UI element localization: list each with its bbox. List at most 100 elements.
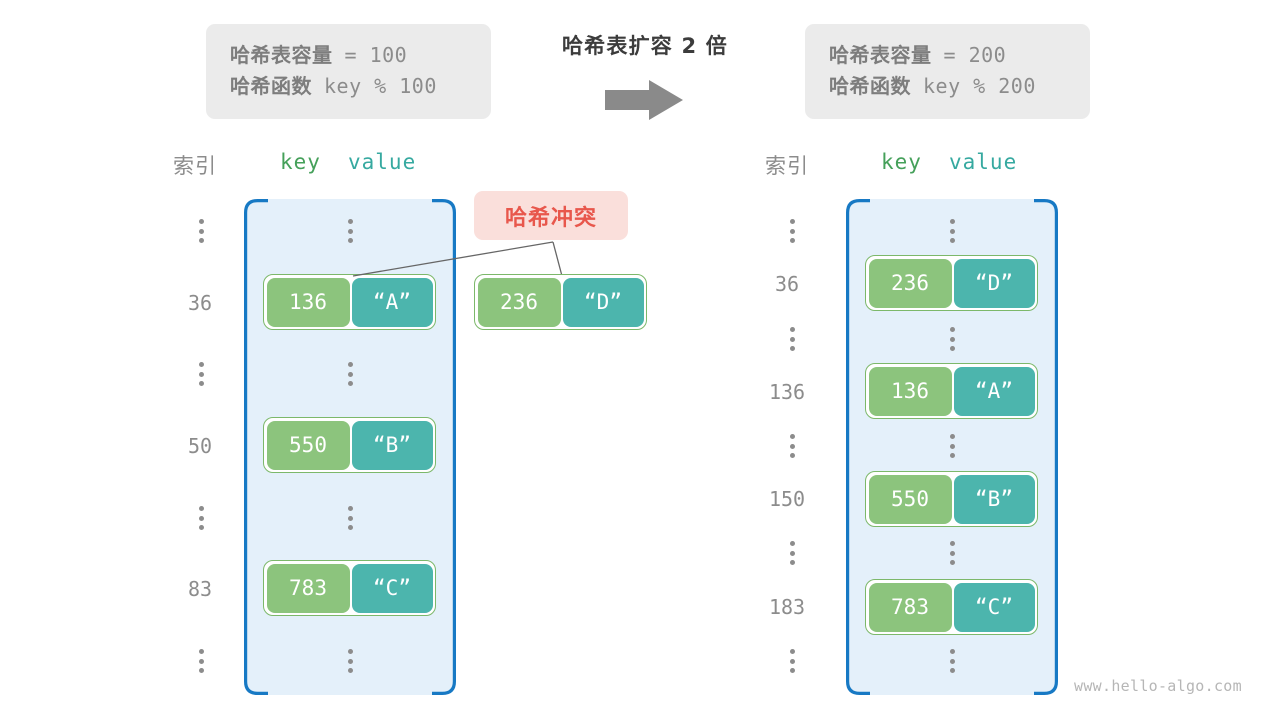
dot [949, 550, 955, 556]
dot [949, 541, 955, 546]
before-entry-83[interactable]: 783 “C” [263, 560, 436, 616]
after-index-label-150: 150 [768, 487, 806, 511]
before-index-label-83: 83 [187, 577, 213, 601]
before-cell-dots-1 [345, 362, 355, 386]
before-index-label-36: 36 [187, 291, 213, 315]
before-entry-36-value: “A” [351, 277, 433, 327]
after-function-label: 哈希函数 [829, 73, 911, 98]
after-index-dots-2 [787, 434, 797, 458]
dot [347, 219, 353, 224]
after-entry-150-value: “B” [953, 474, 1035, 524]
dot [789, 541, 795, 546]
dot [789, 336, 795, 342]
before-index-label-50: 50 [187, 434, 213, 458]
dot [198, 362, 204, 367]
after-cell-dots-2 [947, 434, 957, 458]
dot [347, 506, 353, 511]
dot [347, 668, 353, 673]
dot [198, 649, 204, 654]
before-cell-dots-0 [345, 219, 355, 243]
after-entry-183[interactable]: 783 “C” [865, 579, 1038, 635]
after-entry-150-key: 550 [868, 474, 952, 524]
after-index-label-136: 136 [768, 380, 806, 404]
dot [347, 362, 353, 367]
dot [347, 525, 353, 530]
before-index-dots-2 [196, 506, 206, 530]
dot [198, 371, 204, 377]
dot [198, 238, 204, 243]
dot [949, 658, 955, 664]
dot [789, 560, 795, 565]
dot [198, 668, 204, 673]
dot [949, 327, 955, 332]
after-index-dots-0 [787, 219, 797, 243]
after-entry-150[interactable]: 550 “B” [865, 471, 1038, 527]
before-header-key: key [280, 150, 321, 174]
before-function-label: 哈希函数 [230, 73, 312, 98]
after-cell-dots-1 [947, 327, 957, 351]
dot [347, 515, 353, 521]
before-function-line: 哈希函数 key % 100 [230, 71, 467, 102]
dot [789, 550, 795, 556]
dot [789, 238, 795, 243]
dot [789, 668, 795, 673]
collision-entry-236[interactable]: 236 “D” [474, 274, 647, 330]
dot [789, 658, 795, 664]
after-function-line: 哈希函数 key % 200 [829, 71, 1066, 102]
after-header-key: key [881, 150, 922, 174]
dot [347, 381, 353, 386]
before-cell-dots-2 [345, 506, 355, 530]
after-info-box: 哈希表容量 = 200 哈希函数 key % 200 [805, 24, 1090, 119]
before-entry-83-key: 783 [266, 563, 350, 613]
after-index-label-36: 36 [774, 272, 800, 296]
after-capacity-value: = 200 [943, 42, 1007, 67]
dot [789, 228, 795, 234]
before-index-dots-1 [196, 362, 206, 386]
after-index-dots-3 [787, 541, 797, 565]
before-entry-36[interactable]: 136 “A” [263, 274, 436, 330]
dot [949, 443, 955, 449]
dot [198, 658, 204, 664]
dot [198, 219, 204, 224]
hash-collision-badge: 哈希冲突 [474, 191, 628, 240]
before-capacity-value: = 100 [344, 42, 408, 67]
dot [949, 219, 955, 224]
after-cell-dots-3 [947, 541, 957, 565]
dot [198, 525, 204, 530]
after-index-dots-1 [787, 327, 797, 351]
before-header-value: value [348, 150, 417, 174]
after-header-index: 索引 [765, 154, 809, 178]
watermark: www.hello-algo.com [1074, 677, 1242, 695]
after-entry-183-key: 783 [868, 582, 952, 632]
after-entry-136[interactable]: 136 “A” [865, 363, 1038, 419]
after-entry-36[interactable]: 236 “D” [865, 255, 1038, 311]
right-arrow-icon [605, 80, 683, 120]
after-capacity-line: 哈希表容量 = 200 [829, 40, 1066, 71]
dot [347, 658, 353, 664]
before-index-dots-0 [196, 219, 206, 243]
before-index-dots-3 [196, 649, 206, 673]
after-entry-136-key: 136 [868, 366, 952, 416]
before-capacity-line: 哈希表容量 = 100 [230, 40, 467, 71]
before-cell-dots-3 [345, 649, 355, 673]
after-index-dots-4 [787, 649, 797, 673]
after-entry-36-value: “D” [953, 258, 1035, 308]
dot [789, 219, 795, 224]
before-entry-50[interactable]: 550 “B” [263, 417, 436, 473]
collision-entry-236-value: “D” [562, 277, 644, 327]
dot [949, 346, 955, 351]
dot [198, 506, 204, 511]
after-capacity-label: 哈希表容量 [829, 42, 932, 67]
dot [949, 228, 955, 234]
dot [347, 238, 353, 243]
after-index-label-183: 183 [768, 595, 806, 619]
diagram-title: 哈希表扩容 2 倍 [561, 34, 729, 58]
after-cell-dots-0 [947, 219, 957, 243]
dot [198, 381, 204, 386]
dot [347, 371, 353, 377]
before-entry-83-value: “C” [351, 563, 433, 613]
after-entry-36-key: 236 [868, 258, 952, 308]
before-info-box: 哈希表容量 = 100 哈希函数 key % 100 [206, 24, 491, 119]
after-entry-183-value: “C” [953, 582, 1035, 632]
dot [949, 434, 955, 439]
